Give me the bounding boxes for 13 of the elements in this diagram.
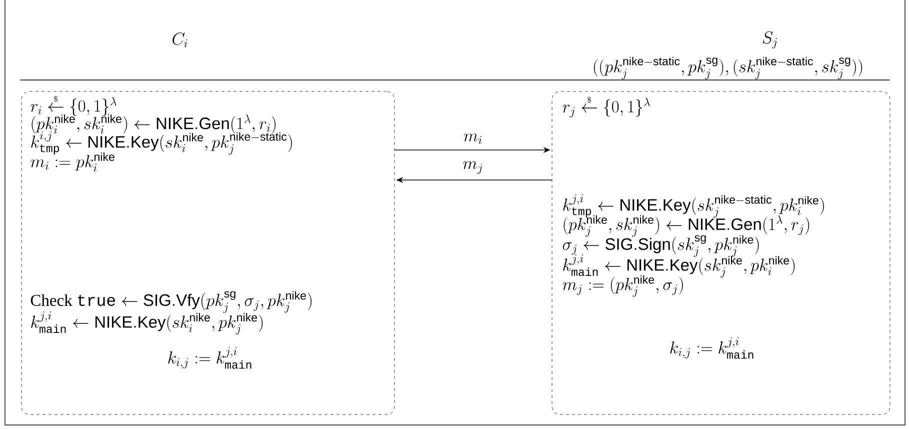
key-pair-label: $((pk_j^{\mathsf{nike-static}}, pk_j^{\mathsf{sg}}), (sk_j^{\mathsf{nike-static}}, sk_j^{\mathsf{sg}}))$ [594,56,862,80]
formula-line: $\text{Check } \mathtt{true} \leftarrow \mathsf{SIG.Vfy}(pk_j^{\mathsf{sg}}, \sigma_j, pk_j^{\mathsf{nike}})$ [30,291,312,313]
formula-line: $r_i \overset{\scriptscriptstyle\$}{\leftarrow} \{0,1\}^\lambda$ [30,96,116,116]
formula-line: $r_j \overset{\scriptscriptstyle\$}{\leftarrow} \{0,1\}^\lambda$ [562,96,650,118]
edge-label: $m_j$ [463,161,482,174]
column-heading: $C_i$ [172,32,188,48]
formula-line: $k_{i,j} := k_{\mathtt{main}}^{j,i}$ [670,337,754,359]
formula-line: $m_i := pk_i^{\mathsf{nike}}$ [30,152,114,172]
formula-line: $k_{i,j} := k_{\mathtt{main}}^{j,i}$ [168,347,252,369]
edge-label: $m_i$ [464,134,482,144]
formula-line: $\sigma_j \leftarrow \mathsf{SIG.Sign}(sk_j^{\mathsf{sg}}, pk_j^{\mathsf{nike}})$ [562,235,759,257]
column-heading: $S_j$ [762,31,777,48]
formula-line: $k_{\mathtt{main}}^{j,i} \leftarrow \mathsf{NIKE.Key}(sk_i^{\mathsf{nike}}, pk_j^{\mathsf{nike}})$ [31,312,263,335]
